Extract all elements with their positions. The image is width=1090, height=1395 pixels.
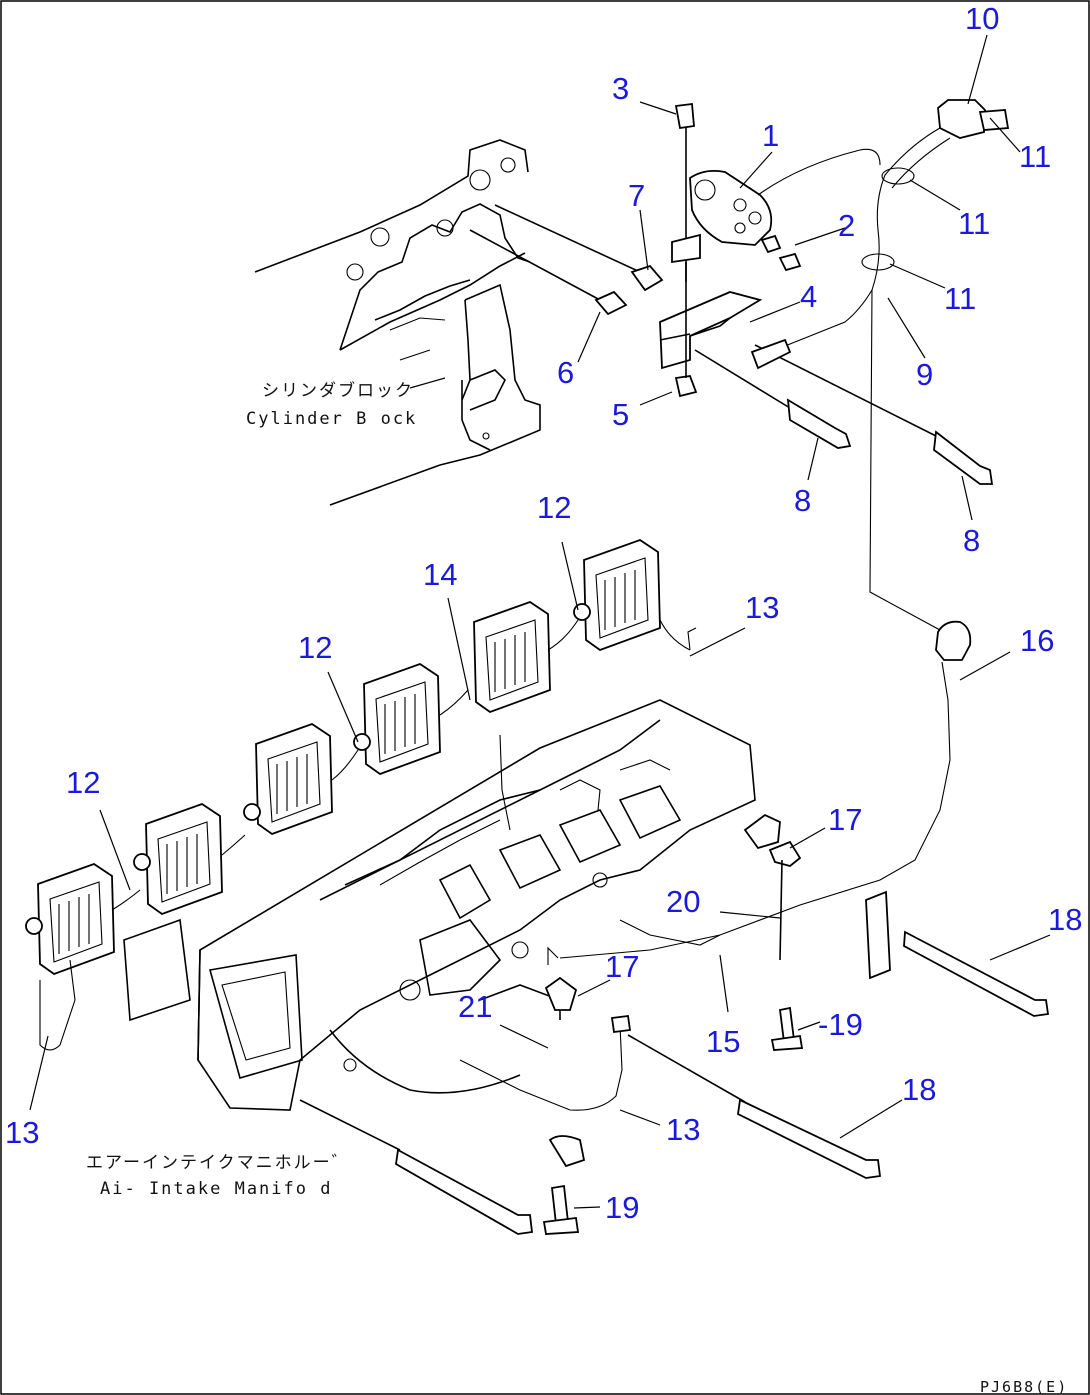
callout-8b: 8	[963, 523, 980, 558]
callout-17a: 17	[828, 802, 862, 837]
wiring-harness-lower	[39, 620, 972, 1111]
callout-7: 7	[628, 178, 645, 213]
callout-1-3: 3	[612, 71, 629, 106]
bracket	[659, 262, 763, 398]
tube-parts-6-7	[469, 204, 664, 316]
callout-19b: 19	[605, 1190, 639, 1225]
callout-14: 14	[423, 557, 457, 592]
bolts-18-19	[299, 930, 1050, 1235]
callout-5: 5	[612, 397, 629, 432]
cylinder-block-label-en: Cylinder B ock	[246, 409, 417, 429]
callout-6: 6	[557, 355, 574, 390]
bolts-8	[694, 344, 994, 485]
callout-12a: 12	[537, 490, 571, 525]
callout-1: 1	[762, 118, 779, 153]
intake-manifold-label-en: Ai- Intake Manifo d	[100, 1179, 332, 1199]
relay-assembly	[671, 102, 881, 282]
wiring-harness-upper	[750, 99, 1010, 631]
callout-13b: 13	[5, 1115, 39, 1150]
leader-lines	[29, 34, 1051, 1209]
callout-numbers: 3 1 2 4 5 6 7 8 8 9 10 11 11 11 12 12 12…	[5, 1, 1082, 1225]
heater-units	[25, 539, 691, 976]
callout-13a: 13	[745, 590, 779, 625]
callout-2: 2	[838, 208, 855, 243]
cylinder-block	[254, 139, 541, 506]
callout-16: 16	[1020, 623, 1054, 658]
intake-manifold-label-jp: エアーインテイクマニホルー゛	[86, 1153, 351, 1173]
callout-17b: 17	[605, 949, 639, 984]
cylinder-block-label-jp: シリンダブロック	[262, 380, 414, 401]
callout-20: 20	[666, 884, 700, 919]
drawing-code: PJ6B8(E)	[980, 1378, 1068, 1395]
clamps	[544, 813, 891, 1168]
callout-10: 10	[965, 1, 999, 36]
intake-manifold	[123, 699, 756, 1111]
callout-12c: 12	[66, 765, 100, 800]
callout-12b: 12	[298, 630, 332, 665]
callout-19a: -19	[818, 1007, 863, 1042]
callout-9: 9	[916, 357, 933, 392]
callout-15: 15	[706, 1024, 740, 1059]
callout-11a: 11	[1019, 139, 1051, 174]
callout-8a: 8	[794, 483, 811, 518]
callout-11c: 11	[944, 281, 976, 316]
callout-13c: 13	[666, 1112, 700, 1147]
callout-11b: 11	[958, 206, 990, 241]
callout-21: 21	[458, 989, 492, 1024]
callout-18b: 18	[902, 1072, 936, 1107]
callout-4: 4	[800, 279, 817, 314]
callout-18a: 18	[1048, 902, 1082, 937]
